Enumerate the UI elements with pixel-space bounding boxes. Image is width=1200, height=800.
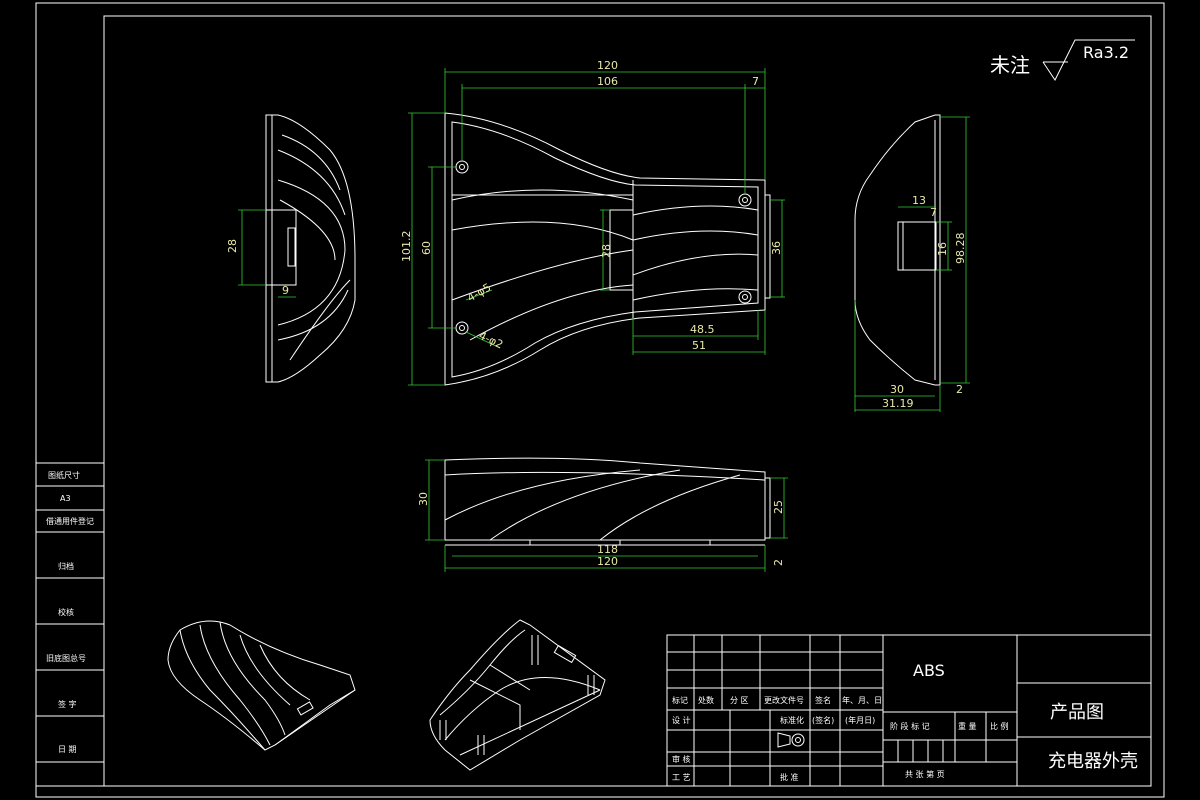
- header-cell: 标记: [672, 695, 688, 705]
- dim-label: 16: [936, 242, 949, 256]
- right-side-view: 98.28 16 13 7 30 31.19 2: [854, 114, 970, 412]
- panel-label: 日 期: [58, 745, 77, 754]
- process-label: 工 艺: [672, 773, 691, 782]
- dim-label: 120: [597, 59, 618, 72]
- outer-border: [35, 2, 1165, 798]
- dim-label: 36: [770, 241, 783, 255]
- dim-label: 13: [912, 194, 926, 207]
- dim-label: 60: [420, 241, 433, 255]
- dim-label: 30: [890, 383, 904, 396]
- dim-label: 48.5: [690, 323, 715, 336]
- header-cell: 分 区: [730, 696, 749, 705]
- panel-label: 签 字: [58, 699, 77, 709]
- title-block: ABS 产品图 充电器外壳 标记 处数 分 区 更改文件号 签名 年、月、日 设…: [666, 634, 1152, 787]
- dim-label: 9: [282, 284, 289, 297]
- panel-label: 校核: [58, 607, 74, 617]
- dim-label: 101.2: [400, 231, 413, 263]
- panel-label: A3: [60, 494, 71, 503]
- date-label: (年月日): [845, 715, 875, 725]
- panel-label: 图纸尺寸: [48, 470, 80, 480]
- weight-label: 重 量: [958, 721, 977, 731]
- scale-label: 比 例: [990, 721, 1009, 731]
- dim-label: 31.19: [882, 397, 914, 410]
- projection-symbol: [791, 733, 805, 747]
- dim-label: 7: [752, 75, 759, 88]
- panel-label: 借通用件登记: [46, 516, 94, 526]
- header-cell: 处数: [698, 695, 714, 705]
- left-side-view: 28 9: [226, 114, 356, 383]
- review-label: 审 核: [672, 754, 691, 764]
- header-cell: 年、月、日: [842, 695, 882, 705]
- roughness-note: 未注: [990, 53, 1030, 77]
- isometric-view-top: [167, 620, 356, 751]
- dim-label: 25: [772, 500, 785, 514]
- header-cell: 签名: [815, 695, 831, 705]
- dim-label: 51: [692, 339, 706, 352]
- stage-label: 阶 段 标 记: [890, 721, 930, 731]
- dim-label: 98.28: [954, 233, 967, 265]
- roughness-symbol: 未注 Ra3.2: [990, 39, 1135, 81]
- dim-label: 106: [597, 75, 618, 88]
- sign-label: (签名): [812, 715, 834, 725]
- approve-label: 批 准: [780, 772, 799, 782]
- left-panel: 图纸尺寸 A3 借通用件登记 归档 校核 旧底图总号 签 字 日 期: [35, 462, 105, 787]
- header-cell: 更改文件号: [764, 695, 804, 705]
- dim-label: 28: [600, 244, 613, 258]
- part-name-label: 充电器外壳: [1048, 751, 1138, 772]
- front-view: 120 106 7 101.2 60 28 36 48.5 51 4-φ5 4-…: [400, 59, 785, 386]
- dim-label: 120: [597, 555, 618, 568]
- dim-label: 2: [956, 383, 963, 396]
- panel-label: 归档: [58, 561, 74, 571]
- dim-label: 4-φ2: [477, 329, 505, 351]
- dim-label: 2: [772, 559, 785, 566]
- standard-label: 标准化: [780, 715, 804, 725]
- sheets-label: 共 张 第 页: [905, 769, 945, 779]
- dim-label: 4-φ5: [465, 281, 493, 305]
- inner-border: [103, 15, 1152, 787]
- material-label: ABS: [913, 661, 945, 680]
- panel-label: 旧底图总号: [46, 653, 86, 663]
- isometric-view-bottom: [429, 619, 606, 771]
- dim-label: 118: [597, 543, 618, 556]
- bottom-view: 30 25 118 120 2: [417, 457, 788, 572]
- dim-label: 7: [930, 206, 937, 219]
- design-label: 设 计: [672, 715, 691, 725]
- drawing-type-label: 产品图: [1050, 702, 1104, 723]
- roughness-value: Ra3.2: [1083, 43, 1129, 62]
- dim-label: 30: [417, 492, 430, 506]
- dim-label: 28: [226, 239, 239, 253]
